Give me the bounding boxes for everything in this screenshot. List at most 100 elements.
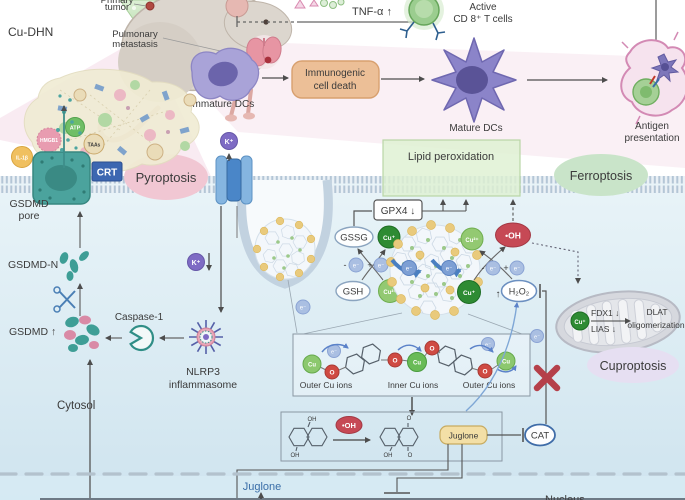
svg-text:•OH: •OH [342, 421, 356, 430]
cat-oval [524, 423, 556, 447]
primary-tumor-spot [145, 1, 155, 11]
il1b-icon [11, 146, 33, 168]
svg-text:e⁻: e⁻ [534, 335, 540, 341]
svg-text:Cu: Cu [502, 360, 510, 366]
dotted-to-mito [531, 242, 581, 284]
o-atom [324, 364, 340, 380]
inner-cu-label: Inner Cu ions [388, 380, 439, 390]
svg-text:Cu⁺: Cu⁺ [574, 319, 585, 326]
svg-text:Cu⁺: Cu⁺ [463, 290, 476, 297]
zoom-line-endosome [287, 279, 298, 334]
cu-chain-box: Cu O O Cu O O Cu e⁻ e⁻ Outer Cu ions Inn… [292, 333, 531, 397]
gsdmd-pore-label-2: pore [18, 210, 39, 222]
svg-text:CAT: CAT [531, 431, 549, 442]
svg-text:e⁻: e⁻ [514, 267, 521, 273]
antigen-presentation-cell [620, 31, 685, 125]
taas-icon [83, 133, 105, 155]
ferroptosis-ellipse [554, 154, 648, 196]
cu1-ion [457, 280, 481, 304]
svg-text:Cu²⁺: Cu²⁺ [465, 237, 478, 244]
juglone-chem-box: OH OH •OH O OH O Juglone [280, 411, 503, 462]
svg-text:Juglone: Juglone [449, 431, 479, 441]
gsdmd-pore [32, 151, 91, 205]
minus-sign: - [344, 260, 347, 270]
o-atom [424, 340, 440, 356]
primary-tumor-label-2: tumor [105, 2, 129, 13]
svg-text:O: O [429, 346, 434, 353]
nucleus-bg [0, 476, 685, 500]
outer-cu-ion [496, 351, 516, 371]
nlrp3-label-1: NLRP3 [186, 366, 220, 378]
k-ion-low-label: K⁺ [192, 260, 201, 267]
active-tcells-label-2: CD 8⁺ T cells [453, 14, 512, 25]
metastasis-spot [264, 56, 272, 64]
cuproptosis-label: Cuproptosis [600, 359, 667, 373]
electron [485, 260, 501, 276]
svg-text:e⁻: e⁻ [485, 343, 491, 349]
svg-text:e⁻: e⁻ [331, 350, 337, 356]
lias-label: LIAS ↓ [591, 324, 616, 334]
crt-label: CRT [97, 168, 118, 179]
gsdmd-n-fragments [59, 251, 89, 281]
active-tcells-label-1: Active [469, 2, 497, 13]
cu2-label: Cu²⁺ [383, 289, 396, 296]
dlat-label-2: oligomerization [627, 320, 684, 330]
svg-text:e⁻: e⁻ [406, 267, 413, 273]
fdx1-label: FDX1 ↓ [591, 308, 619, 318]
gpx4-label: GPX4 ↓ [381, 206, 415, 217]
caspase1-icon [129, 324, 155, 352]
plasma-membrane [0, 176, 685, 193]
crt-box [91, 161, 123, 182]
blocked-x-icon [533, 364, 561, 392]
svg-text:OH: OH [291, 453, 300, 459]
cuproptosis-ellipse [587, 347, 679, 383]
h2o2-regeneration-arrow [465, 302, 520, 412]
svg-text:e⁻: e⁻ [378, 264, 385, 270]
gsdmd-n-label: GSDMD-N [8, 259, 58, 271]
released-content-dots [56, 94, 82, 152]
fenton-cycle: Cu²⁺ •OH Cu⁺ ↑ H₂O₂ - e⁻ + e⁻ [457, 222, 538, 304]
outer-cu-ion [302, 354, 322, 374]
svg-text:•OH: •OH [505, 231, 521, 241]
cu1-label: Cu⁺ [383, 235, 396, 242]
icd-label-1: Immunogenic [305, 68, 365, 79]
cu1-ion-mito [570, 311, 590, 331]
nlrp3-label-2: inflammasome [169, 379, 237, 391]
svg-text:Cu: Cu [308, 363, 316, 369]
svg-text:O: O [408, 453, 413, 459]
gsdmd-cluster [64, 315, 100, 352]
zoom-line-left [302, 312, 403, 335]
oh-radical-small [335, 416, 363, 434]
svg-text:e⁻: e⁻ [353, 264, 360, 270]
pyroptosis-label: Pyroptosis [136, 170, 197, 185]
gpx4-box [373, 199, 423, 221]
atp-label: ATP [70, 126, 81, 132]
svg-text:O: O [329, 370, 334, 377]
juglone-nucleus-connectors [236, 444, 463, 500]
gsdmd-up-label: GSDMD ↑ [9, 326, 56, 338]
mitochondria [555, 290, 681, 354]
plus-sign: + [367, 260, 372, 270]
nucleus-label: Nucleus [545, 494, 585, 500]
svg-text:OH: OH [384, 453, 393, 459]
icd-label-2: cell death [314, 81, 357, 92]
icd-box [291, 60, 380, 99]
mouse-eye [263, 19, 269, 25]
k-ion-top-label: K⁺ [225, 139, 234, 146]
svg-text:-: - [482, 263, 485, 273]
active-t-cell [399, 0, 446, 41]
cu-dhn-label: Cu-DHN [8, 25, 53, 39]
primary-tumor-label-1: Primary [101, 0, 134, 6]
immature-dc [190, 47, 260, 101]
ferroptosis-label: Ferroptosis [570, 169, 633, 183]
k-ion-low [187, 253, 205, 271]
svg-text:Cu: Cu [413, 361, 421, 367]
nlrp3-inflammasome-icon [189, 320, 223, 354]
tcr-receptor-icon [432, 22, 446, 41]
cu2-ion [460, 227, 484, 251]
gsh-label: GSH [343, 287, 364, 298]
gssg-label: GSSG [340, 233, 367, 244]
cell-debris [23, 68, 200, 173]
outer-cu-label-left: Outer Cu ions [300, 380, 352, 390]
